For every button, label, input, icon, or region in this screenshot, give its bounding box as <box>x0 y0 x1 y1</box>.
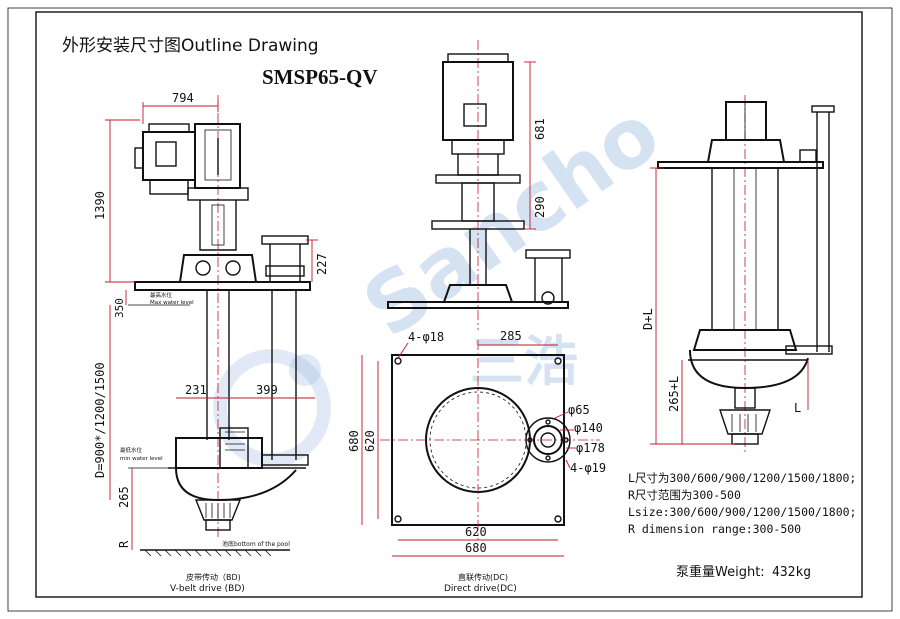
label-max-water: 最高水位 <box>150 291 173 299</box>
side-view: D+L 265+L L <box>641 95 835 455</box>
dim-d178: φ178 <box>576 441 605 455</box>
pump-casing <box>175 467 297 502</box>
dim-d-range: D=900*/1200/1500 <box>93 362 107 478</box>
side-base-plate <box>657 161 824 169</box>
dim-681: 681 <box>533 118 547 140</box>
dim-399: 399 <box>256 383 278 397</box>
dim-285: 285 <box>500 329 522 343</box>
side-pump-casing <box>689 349 809 390</box>
caption-dc-en: Direct drive(DC) <box>444 584 517 594</box>
note-2: R尺寸范围为300-500 <box>628 488 741 502</box>
dim-620-h: 620 <box>465 525 487 539</box>
note-3: Lsize:300/600/900/1200/1500/1800; <box>628 505 856 519</box>
drawing-border <box>35 11 863 598</box>
caption-bd-cn: 皮带传动（BD) <box>186 572 241 582</box>
discharge-flange <box>533 425 563 455</box>
strainer <box>194 499 242 521</box>
dim-l: L <box>794 401 801 415</box>
caption-bd-en: V-belt drive (BD) <box>170 584 245 594</box>
watermark-chinese: 三浩 <box>470 330 578 393</box>
motor-body <box>142 131 196 181</box>
dim-794: 794 <box>172 91 194 105</box>
weight-value: 432kg <box>772 565 811 580</box>
dc-view: 681 290 285 4-φ18 680 620 φ65 φ140 φ178 … <box>347 40 606 594</box>
side-strainer <box>719 409 771 435</box>
note-1: L尺寸为300/600/900/1200/1500/1800; <box>628 471 856 485</box>
label-max-water-en: Max water level <box>150 300 194 306</box>
dim-d140: φ140 <box>574 421 603 435</box>
note-4: R dimension range:300-500 <box>628 522 801 536</box>
page-title: 外形安装尺寸图Outline Drawing <box>62 36 319 56</box>
dim-350: 350 <box>113 298 126 318</box>
weight-label: 泵重量Weight: <box>676 564 765 580</box>
label-pool-bottom: 池底bottom of the pool <box>222 540 290 548</box>
dc-base-plate <box>387 301 569 309</box>
dim-620-v: 620 <box>363 430 377 452</box>
dim-680-v: 680 <box>347 430 361 452</box>
dim-holes-small: 4-φ19 <box>570 461 606 475</box>
model-name: SMSP65-QV <box>262 65 378 89</box>
dim-d65: φ65 <box>568 403 590 417</box>
label-min-water: 最低水位 <box>120 446 143 454</box>
dim-d-plus-l: D+L <box>641 308 655 330</box>
dim-290: 290 <box>533 196 547 218</box>
base-plate <box>134 281 311 291</box>
dim-265: 265 <box>117 486 131 508</box>
label-min-water-en: min water level <box>120 456 163 462</box>
dim-265-plus-l: 265+L <box>667 376 681 412</box>
dim-680-h: 680 <box>465 541 487 555</box>
dim-227: 227 <box>315 253 329 275</box>
dim-r: R <box>117 540 131 548</box>
notes-block: L尺寸为300/600/900/1200/1500/1800; R尺寸范围为30… <box>628 471 856 536</box>
caption-dc-cn: 直联传动(DC) <box>458 572 508 582</box>
dim-1390: 1390 <box>93 191 107 220</box>
outer-frame <box>7 7 893 612</box>
watermark: Sancho 三浩 <box>213 86 677 467</box>
dim-holes: 4-φ18 <box>408 330 444 344</box>
dim-231: 231 <box>185 383 207 397</box>
bd-view: 794 1390 227 350 D=900*/1200/1500 231 39… <box>93 91 329 594</box>
